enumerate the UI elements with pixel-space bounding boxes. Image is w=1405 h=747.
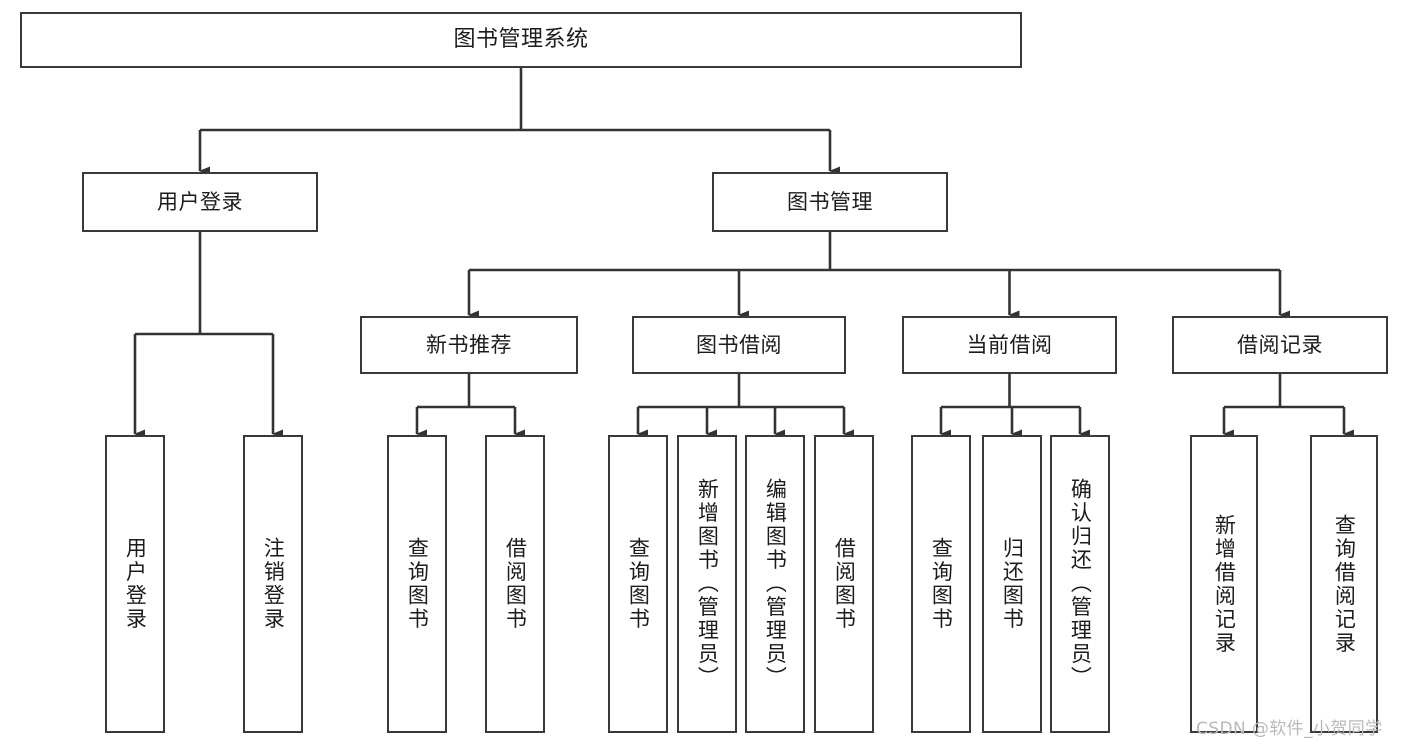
node-book-mgmt[interactable]: 图书管理 <box>712 172 948 232</box>
node-leaf-logout[interactable]: 注销登录 <box>243 435 303 733</box>
node-label: 注销登录 <box>261 537 286 631</box>
node-label: 借阅图书 <box>832 537 857 631</box>
node-label: 查询图书 <box>405 537 430 631</box>
node-label: 用户登录 <box>123 537 148 631</box>
node-label: 归还图书 <box>1000 537 1025 631</box>
node-label: 确认归还（管理员） <box>1068 478 1093 690</box>
node-leaf-edit-book[interactable]: 编辑图书（管理员） <box>745 435 805 733</box>
node-root[interactable]: 图书管理系统 <box>20 12 1022 68</box>
node-label: 当前借阅 <box>966 332 1053 357</box>
node-label: 新增借阅记录 <box>1212 513 1237 655</box>
node-leaf-query-book-1[interactable]: 查询图书 <box>387 435 447 733</box>
node-leaf-borrow-book-1[interactable]: 借阅图书 <box>485 435 545 733</box>
node-label: 用户登录 <box>157 189 243 214</box>
node-label: 编辑图书（管理员） <box>763 478 788 690</box>
watermark: CSDN @软件_小贺同学 <box>1196 719 1383 739</box>
node-book-borrow[interactable]: 图书借阅 <box>632 316 846 374</box>
node-label: 图书借阅 <box>696 332 782 357</box>
node-user-login[interactable]: 用户登录 <box>82 172 318 232</box>
node-leaf-confirm-return[interactable]: 确认归还（管理员） <box>1050 435 1110 733</box>
node-leaf-query-book-2[interactable]: 查询图书 <box>608 435 668 733</box>
edge-group <box>133 68 1354 439</box>
node-label: 借阅图书 <box>503 537 528 631</box>
node-leaf-return-book[interactable]: 归还图书 <box>982 435 1042 733</box>
node-leaf-query-book-3[interactable]: 查询图书 <box>911 435 971 733</box>
node-label: 图书管理 <box>787 189 873 214</box>
node-label: 图书管理系统 <box>453 27 589 53</box>
node-label: 新增图书（管理员） <box>695 478 720 690</box>
node-label: 查询借阅记录 <box>1332 513 1357 655</box>
node-leaf-query-record[interactable]: 查询借阅记录 <box>1310 435 1378 733</box>
node-current-borrow[interactable]: 当前借阅 <box>902 316 1117 374</box>
node-label: 查询图书 <box>929 537 954 631</box>
node-label: 新书推荐 <box>426 332 512 357</box>
node-leaf-user-login[interactable]: 用户登录 <box>105 435 165 733</box>
node-leaf-add-book[interactable]: 新增图书（管理员） <box>677 435 737 733</box>
node-label: 查询图书 <box>626 537 651 631</box>
node-borrow-record[interactable]: 借阅记录 <box>1172 316 1388 374</box>
node-new-book-rec[interactable]: 新书推荐 <box>360 316 578 374</box>
node-leaf-borrow-book-2[interactable]: 借阅图书 <box>814 435 874 733</box>
node-leaf-add-record[interactable]: 新增借阅记录 <box>1190 435 1258 733</box>
node-label: 借阅记录 <box>1237 332 1323 357</box>
